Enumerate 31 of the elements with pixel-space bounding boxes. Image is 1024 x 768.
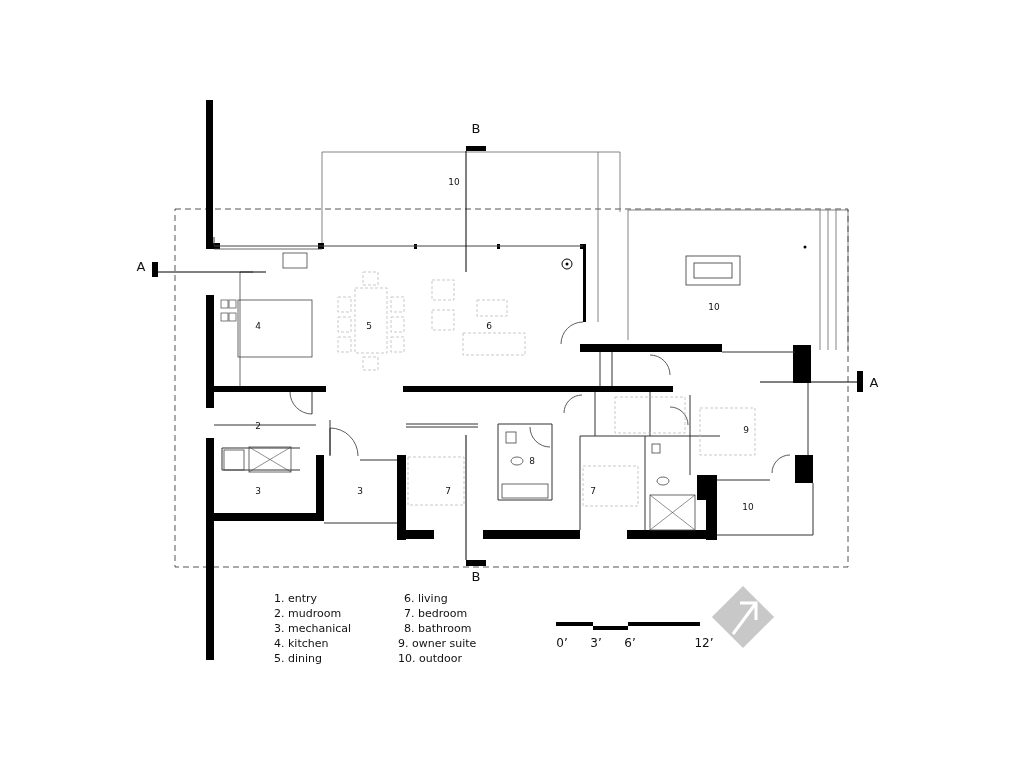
section-mark: B — [471, 121, 481, 135]
legend-item: 6. living — [404, 593, 448, 604]
section-mark: B — [471, 569, 481, 583]
room-number: 3 — [357, 486, 363, 496]
legend-item: 1. entry — [274, 593, 318, 604]
legend-item: 4. kitchen — [274, 638, 329, 649]
room-number: 10 — [448, 177, 460, 187]
legend-item: 9. owner suite — [398, 638, 477, 649]
legend-item: 8. bathroom — [404, 623, 472, 634]
scale-label: 0’ — [556, 637, 568, 649]
room-number: 2 — [255, 421, 261, 431]
scale-label: 6’ — [624, 637, 636, 649]
room-number: 6 — [486, 321, 492, 331]
room-number: 10 — [708, 302, 720, 312]
room-number: 5 — [366, 321, 372, 331]
room-number: 3 — [255, 486, 261, 496]
section-mark: A — [136, 259, 146, 273]
room-number: 10 — [742, 502, 754, 512]
section-mark: A — [869, 375, 879, 389]
legend-item: 2. mudroom — [274, 608, 342, 619]
room-number: 7 — [445, 486, 451, 496]
legend-item: 3. mechanical — [274, 623, 352, 634]
room-number: 7 — [590, 486, 596, 496]
room-number: 9 — [743, 425, 749, 435]
scale-label: 12’ — [694, 637, 714, 649]
legend-item: 7. bedroom — [404, 608, 468, 619]
legend-item: 10. outdoor — [398, 653, 462, 664]
room-number: 8 — [529, 456, 535, 466]
scale-label: 3’ — [590, 637, 602, 649]
room-number: 4 — [255, 321, 261, 331]
legend-item: 5. dining — [274, 653, 322, 664]
